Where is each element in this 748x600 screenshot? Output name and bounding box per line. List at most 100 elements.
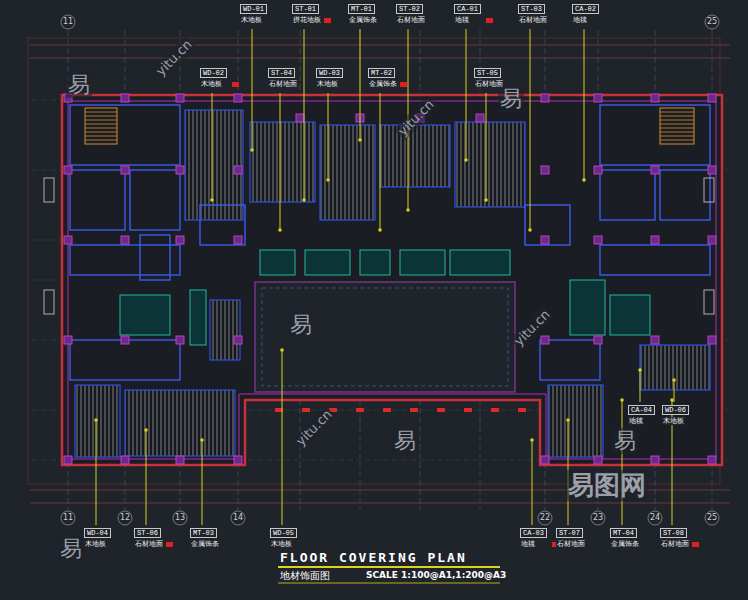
column: [234, 166, 242, 174]
material-code: CA-02: [572, 4, 599, 14]
grid-number: 24: [650, 513, 660, 523]
leader-line: [304, 29, 305, 200]
stair-tread: [660, 136, 694, 137]
material-name: 石材地面: [518, 16, 548, 24]
leader-dot: [406, 208, 410, 212]
elevation-symbol: [44, 178, 54, 202]
leader-dot: [672, 378, 676, 382]
material-code: ST-03: [518, 4, 545, 14]
dimension-line: [30, 45, 730, 46]
column: [541, 94, 549, 102]
column: [594, 336, 602, 344]
column: [708, 336, 716, 344]
hatched-floor: [210, 300, 240, 360]
leader-line: [674, 380, 675, 402]
room-wall: [140, 235, 170, 280]
leader-line: [280, 93, 281, 230]
material-name: 木地板: [240, 16, 263, 24]
watermark: 易: [498, 86, 524, 112]
column: [64, 336, 72, 344]
grid-bubble: [648, 511, 662, 525]
watermark: 易: [58, 536, 84, 562]
grid-number: 25: [707, 513, 717, 523]
red-mark: [437, 408, 445, 412]
watermark: 易: [66, 72, 92, 98]
material-code: WD-05: [270, 528, 297, 538]
watermark: yitu.cn: [152, 35, 197, 80]
column: [64, 236, 72, 244]
stair-tread: [660, 124, 694, 125]
drawing-title: FLOOR COVERING PLAN: [280, 550, 467, 566]
material-code: ST-07: [556, 528, 583, 538]
leader-dot: [278, 228, 282, 232]
material-name: 地毯: [454, 16, 470, 24]
leader-dot: [484, 198, 488, 202]
leader-dot: [530, 438, 534, 442]
material-name: 金属饰条: [610, 540, 640, 548]
room-wall: [600, 245, 710, 275]
red-mark: [302, 408, 310, 412]
column: [708, 166, 716, 174]
courtyard: [255, 282, 515, 392]
leader-dot: [144, 428, 148, 432]
leader-dot: [582, 178, 586, 182]
leader-line: [96, 420, 97, 525]
leader-line: [584, 29, 585, 180]
material-code: MT-04: [610, 528, 637, 538]
column: [64, 456, 72, 464]
hatched-floor: [185, 110, 243, 220]
column: [64, 166, 72, 174]
column: [594, 236, 602, 244]
watermark: 易: [612, 428, 638, 454]
leader-line: [640, 370, 641, 402]
leader-line: [146, 430, 147, 525]
grid-number: 11: [63, 513, 73, 523]
material-name: 拼花地板: [292, 16, 322, 24]
material-name: 石材地面: [396, 16, 426, 24]
hatched-floor: [640, 345, 710, 390]
column: [594, 166, 602, 174]
column: [541, 336, 549, 344]
leader-line: [466, 29, 467, 160]
stair: [660, 108, 694, 144]
material-name: 石材地面: [474, 80, 504, 88]
tiled-floor: [260, 250, 295, 275]
material-name: 木地板: [270, 540, 293, 548]
red-mark: [383, 408, 391, 412]
material-name: 石材地面: [556, 540, 586, 548]
column: [234, 456, 242, 464]
tiled-floor: [190, 290, 206, 345]
hatched-floor: [548, 385, 603, 457]
material-code: ST-05: [474, 68, 501, 78]
material-name: 金属饰条: [190, 540, 220, 548]
material-code: WD-01: [240, 4, 267, 14]
watermark: yitu.cn: [394, 95, 439, 140]
leader-line: [212, 93, 213, 200]
dimension-line: [30, 503, 730, 504]
grid-bubble: [173, 511, 187, 525]
column: [121, 94, 129, 102]
red-marker: [400, 82, 407, 87]
room-wall: [600, 170, 655, 220]
column: [234, 336, 242, 344]
leader-line: [380, 93, 381, 230]
leader-dot: [94, 418, 98, 422]
leader-dot: [638, 368, 642, 372]
leader-dot: [464, 158, 468, 162]
stair-tread: [660, 116, 694, 117]
material-name: 地毯: [572, 16, 588, 24]
drawing-caption: 地材饰面图: [280, 570, 330, 582]
grid-number: 11: [63, 17, 73, 27]
watermark: yitu.cn: [510, 305, 555, 350]
column: [176, 336, 184, 344]
material-name: 地毯: [520, 540, 536, 548]
material-name: 地毯: [628, 417, 644, 425]
stair-tread: [85, 124, 117, 125]
elevation-symbol: [704, 290, 714, 314]
leader-dot: [378, 228, 382, 232]
tiled-floor: [120, 295, 170, 335]
column: [476, 114, 484, 122]
column: [651, 94, 659, 102]
room-wall: [70, 105, 180, 165]
